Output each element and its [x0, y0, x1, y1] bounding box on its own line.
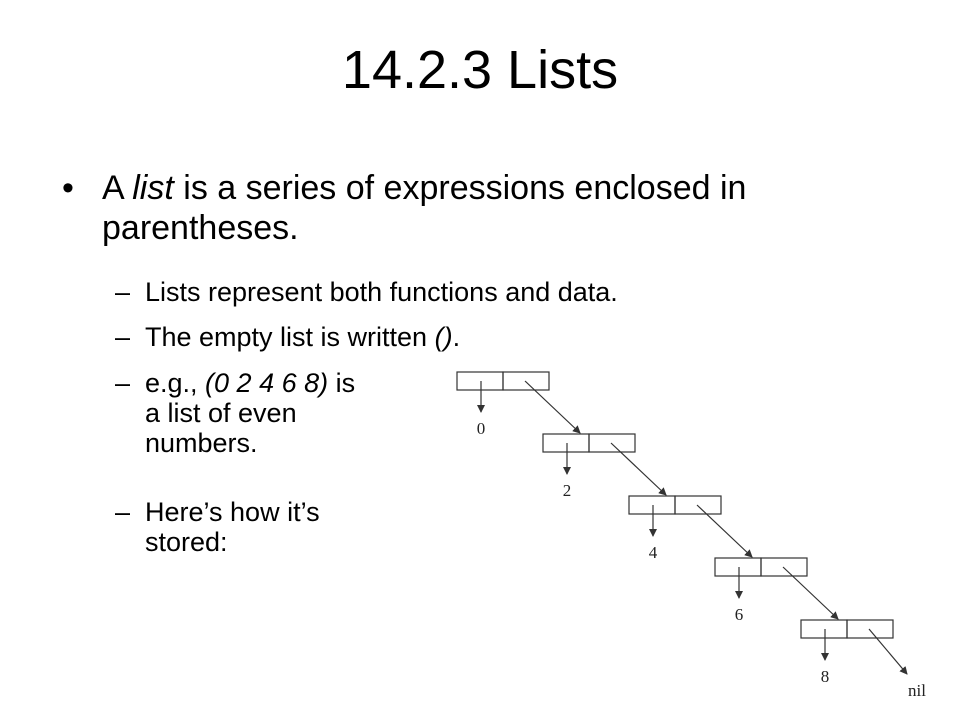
dash-marker: –: [115, 368, 131, 398]
cdr-pointer-arrow: [782, 566, 839, 620]
cons-cell-cdr: [674, 495, 722, 515]
sub-bullet-3-line-3: numbers.: [145, 428, 258, 458]
main-bullet-text-part: A: [102, 169, 133, 207]
cdr-pointer-arrow: [868, 628, 908, 675]
sub-bullet-4-line-2: stored:: [145, 527, 228, 557]
cons-cell-car: [542, 433, 590, 453]
cdr-pointer-arrow: [610, 442, 667, 496]
cons-cell-car: [714, 557, 762, 577]
main-bullet-text: A list is a series of expressions enclos…: [102, 168, 922, 248]
dash-marker: –: [115, 277, 131, 307]
empty-list-notation: (): [434, 322, 453, 352]
sub-bullet-2-period: .: [452, 322, 461, 352]
example-list: (0 2 4 6 8): [205, 368, 329, 398]
sub-bullet-4-line-1: Here’s how it’s: [145, 497, 320, 527]
list-element-value: 0: [477, 419, 486, 438]
list-element-value: 6: [735, 605, 744, 624]
dash-marker: –: [115, 322, 131, 352]
sub-bullet-2-part: The empty list is written: [145, 322, 435, 352]
cdr-pointer-arrow: [696, 504, 753, 558]
main-bullet-italic-term: list: [132, 169, 174, 207]
dash-marker: –: [115, 497, 131, 527]
cons-cell-car: [628, 495, 676, 515]
cdr-pointer-arrow: [524, 380, 581, 434]
list-element-value: 8: [821, 667, 830, 686]
sub-bullet-3-line-2: a list of even: [145, 398, 297, 428]
sub-bullet-3-line-1: e.g., (0 2 4 6 8) is: [145, 368, 355, 398]
sub-bullet-3-text: e.g., (0 2 4 6 8) is a list of even numb…: [145, 368, 355, 458]
cons-cell-car: [800, 619, 848, 639]
slide-title: 14.2.3 Lists: [341, 40, 619, 100]
sub-bullet-3-part-end: is: [328, 368, 356, 398]
cons-cell-cdr: [502, 371, 550, 391]
cons-cell-cdr: [588, 433, 636, 453]
main-bullet-text-rest: is a series of expressions enclosed in p…: [102, 169, 747, 247]
list-element-value: 4: [649, 543, 658, 562]
bullet-marker: •: [62, 169, 74, 207]
sub-bullet-3-part: e.g.,: [145, 368, 206, 398]
nil-terminator: nil: [908, 681, 926, 700]
cons-cell-cdr: [846, 619, 894, 639]
sub-bullet-1-text: Lists represent both functions and data.: [145, 277, 618, 307]
cons-cell-car: [456, 371, 504, 391]
list-element-value: 2: [563, 481, 572, 500]
sub-bullet-4-text: Here’s how it’s stored:: [145, 497, 320, 557]
sub-bullet-2-text: The empty list is written ().: [145, 322, 460, 352]
cons-cell-cdr: [760, 557, 808, 577]
